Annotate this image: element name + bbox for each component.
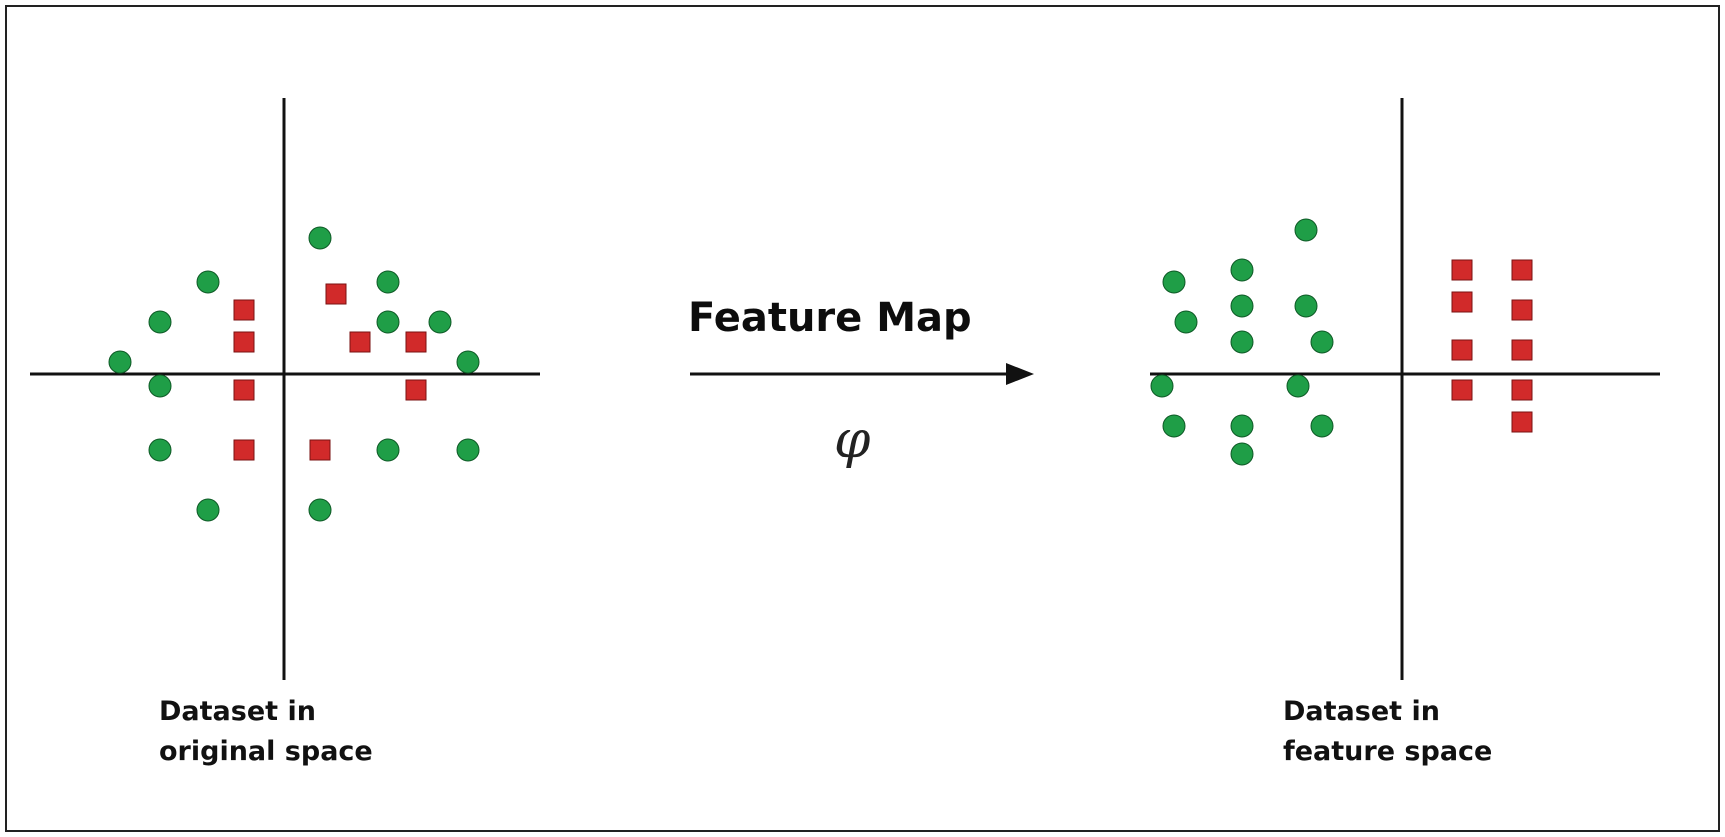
feature-space-square-point — [1511, 411, 1533, 433]
feature-space-circle-point — [1286, 374, 1310, 398]
feature-space-square-point — [1451, 259, 1473, 281]
original-space-circle-point — [148, 438, 172, 462]
feature-space-square-point — [1511, 379, 1533, 401]
original-space-circle-point — [456, 350, 480, 374]
feature-space-caption-line2: feature space — [1283, 736, 1493, 767]
feature-space-square-point — [1511, 299, 1533, 321]
original-space-circle-point — [376, 438, 400, 462]
original-space-circle-point — [196, 270, 220, 294]
original-space-square-point — [349, 331, 371, 353]
original-space-circle-point — [148, 310, 172, 334]
feature-space-square-point — [1451, 339, 1473, 361]
original-space-axes — [30, 98, 540, 680]
original-space-circle-point — [376, 270, 400, 294]
feature-space-square-point — [1511, 259, 1533, 281]
original-space-square-point — [405, 379, 427, 401]
feature-space-circle-point — [1230, 442, 1254, 466]
original-space-caption-line2: original space — [159, 736, 373, 767]
feature-space-circle-point — [1294, 218, 1318, 242]
feature-space-circle-point — [1174, 310, 1198, 334]
feature-space-circle-point — [1310, 414, 1334, 438]
feature-space-circle-point — [1230, 258, 1254, 282]
original-space-square-point — [233, 379, 255, 401]
original-space-circle-point — [456, 438, 480, 462]
original-space-square-point — [325, 283, 347, 305]
original-space-caption: Dataset in original space — [159, 692, 373, 772]
original-space-circle-point — [308, 498, 332, 522]
feature-space-square-point — [1511, 339, 1533, 361]
original-space-square-point — [309, 439, 331, 461]
original-space-points — [108, 226, 480, 522]
feature-space-circle-point — [1230, 414, 1254, 438]
feature-space-axes — [1150, 98, 1660, 680]
original-space-square-point — [233, 439, 255, 461]
original-space-circle-point — [428, 310, 452, 334]
feature-space-circle-point — [1230, 330, 1254, 354]
feature-space-circle-point — [1162, 414, 1186, 438]
original-space-square-point — [233, 331, 255, 353]
original-space-square-point — [405, 331, 427, 353]
feature-space-caption: Dataset in feature space — [1283, 692, 1492, 772]
original-space-square-point — [233, 299, 255, 321]
original-space-circle-point — [308, 226, 332, 250]
figure-border — [5, 5, 1720, 832]
feature-space-square-point — [1451, 291, 1473, 313]
original-space-circle-point — [196, 498, 220, 522]
phi-symbol: φ — [834, 410, 871, 470]
original-space-circle-point — [148, 374, 172, 398]
feature-space-points — [1150, 218, 1533, 466]
feature-space-circle-point — [1230, 294, 1254, 318]
feature-space-caption-line1: Dataset in — [1283, 696, 1440, 727]
feature-space-circle-point — [1150, 374, 1174, 398]
feature-space-circle-point — [1162, 270, 1186, 294]
original-space-circle-point — [108, 350, 132, 374]
feature-space-circle-point — [1310, 330, 1334, 354]
feature-map-label: Feature Map — [688, 295, 972, 341]
feature-map-arrow — [690, 363, 1034, 385]
feature-space-circle-point — [1294, 294, 1318, 318]
feature-space-square-point — [1451, 379, 1473, 401]
arrow-head-icon — [1006, 363, 1034, 385]
original-space-caption-line1: Dataset in — [159, 696, 316, 727]
original-space-circle-point — [376, 310, 400, 334]
